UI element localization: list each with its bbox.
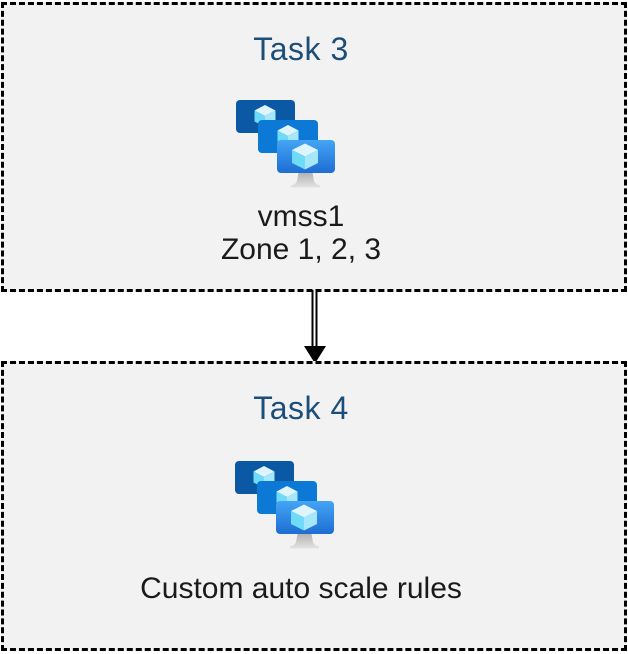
task3-box: Task 3: [1, 2, 627, 292]
vm-scale-sets-icon: [236, 100, 335, 188]
task4-box: Task 4: [1, 361, 627, 651]
vmss-name-label: vmss1: [257, 200, 345, 233]
vm-scale-sets-icon: [235, 461, 334, 549]
zone-label: Zone 1, 2, 3: [220, 233, 382, 266]
autoscale-rules-label: Custom auto scale rules: [140, 572, 462, 605]
task3-title: Task 3: [253, 31, 349, 67]
task4-title: Task 4: [253, 390, 349, 426]
down-arrow-icon: [304, 290, 326, 364]
